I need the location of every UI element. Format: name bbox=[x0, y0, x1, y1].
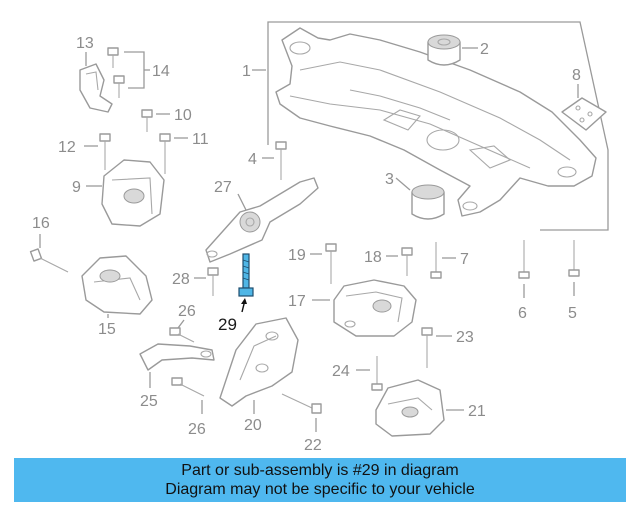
callout-29: 29 bbox=[218, 315, 237, 334]
part-25-arm: 25 bbox=[139, 343, 215, 410]
callout-15: 15 bbox=[98, 321, 116, 338]
subframe bbox=[275, 27, 597, 217]
subframe-frame-outline bbox=[267, 21, 609, 231]
part-12-bolt: 12 bbox=[58, 133, 111, 170]
part-5-bolt: 5 bbox=[568, 240, 580, 322]
part-15-mount: 15 bbox=[81, 255, 153, 338]
callout-3: 3 bbox=[385, 171, 394, 188]
part-9-mount: 9 bbox=[72, 159, 165, 227]
callout-2: 2 bbox=[480, 41, 489, 58]
callout-11: 11 bbox=[192, 131, 209, 148]
callout-16: 16 bbox=[32, 215, 50, 232]
part-8-plate: 8 bbox=[561, 67, 607, 131]
callout-27: 27 bbox=[214, 179, 232, 196]
callout-6: 6 bbox=[518, 305, 527, 322]
callout-21: 21 bbox=[468, 403, 486, 420]
callout-22: 22 bbox=[304, 437, 322, 454]
part-21-mount: 21 bbox=[375, 379, 486, 437]
part-29-bolt-highlighted[interactable]: 29 bbox=[218, 253, 254, 334]
bolt-29-shank bbox=[242, 253, 250, 289]
part-2-bushing: 2 bbox=[427, 34, 489, 66]
part-23-bolt: 23 bbox=[421, 327, 474, 368]
callout-13: 13 bbox=[76, 35, 94, 52]
part-24-bolt: 24 bbox=[332, 356, 383, 391]
callout-20: 20 bbox=[244, 417, 262, 434]
part-11-bolt: 11 bbox=[159, 131, 209, 174]
part-17-mount: 17 bbox=[288, 279, 417, 337]
callout-17: 17 bbox=[288, 293, 306, 310]
callout-19: 19 bbox=[288, 247, 306, 264]
callout-7: 7 bbox=[460, 251, 469, 268]
info-banner: Part or sub-assembly is #29 in diagram D… bbox=[14, 458, 626, 502]
callout-23: 23 bbox=[456, 329, 474, 346]
callout-4: 4 bbox=[248, 151, 257, 168]
part-3-bushing: 3 bbox=[385, 171, 445, 220]
subframe-group: 1 bbox=[242, 21, 609, 231]
banner-line-1: Part or sub-assembly is #29 in diagram bbox=[181, 462, 459, 479]
callout-28: 28 bbox=[172, 271, 190, 288]
callout-26-upper: 26 bbox=[178, 303, 196, 320]
part-7-bolt: 7 bbox=[430, 242, 469, 279]
part-16-bolt: 16 bbox=[29, 215, 69, 273]
part-22-bolt: 22 bbox=[281, 393, 322, 454]
banner-line-2: Diagram may not be specific to your vehi… bbox=[165, 481, 475, 498]
part-27-torque-rod: 27 bbox=[205, 177, 319, 263]
callout-14: 14 bbox=[152, 63, 170, 80]
callout-25: 25 bbox=[140, 393, 158, 410]
part-4-bolt: 4 bbox=[248, 141, 287, 180]
callout-1: 1 bbox=[242, 63, 251, 80]
part-10-bolt: 10 bbox=[141, 107, 192, 132]
part-28-bolt: 28 bbox=[172, 267, 219, 296]
callout-10: 10 bbox=[174, 107, 192, 124]
callout-18: 18 bbox=[364, 249, 382, 266]
callout-26-lower: 26 bbox=[188, 421, 206, 438]
bolt-29-head bbox=[238, 287, 254, 297]
callout-8: 8 bbox=[572, 67, 581, 84]
part-26-bolt-lower: 26 bbox=[171, 377, 206, 438]
part-20-bracket: 20 bbox=[219, 317, 299, 434]
part-14-bolts: 14 bbox=[107, 47, 170, 98]
part-26-bolt-upper: 26 bbox=[169, 303, 196, 343]
part-18-bolt: 18 bbox=[364, 247, 413, 276]
part-6-bolt: 6 bbox=[518, 240, 530, 322]
callout-24: 24 bbox=[332, 363, 350, 380]
callout-9: 9 bbox=[72, 179, 81, 196]
part-19-bolt: 19 bbox=[288, 243, 337, 284]
callout-5: 5 bbox=[568, 305, 577, 322]
part-13-bracket: 13 bbox=[76, 35, 113, 113]
callout-12: 12 bbox=[58, 139, 76, 156]
parts-diagram: 1 2 3 8 13 14 bbox=[29, 21, 609, 454]
